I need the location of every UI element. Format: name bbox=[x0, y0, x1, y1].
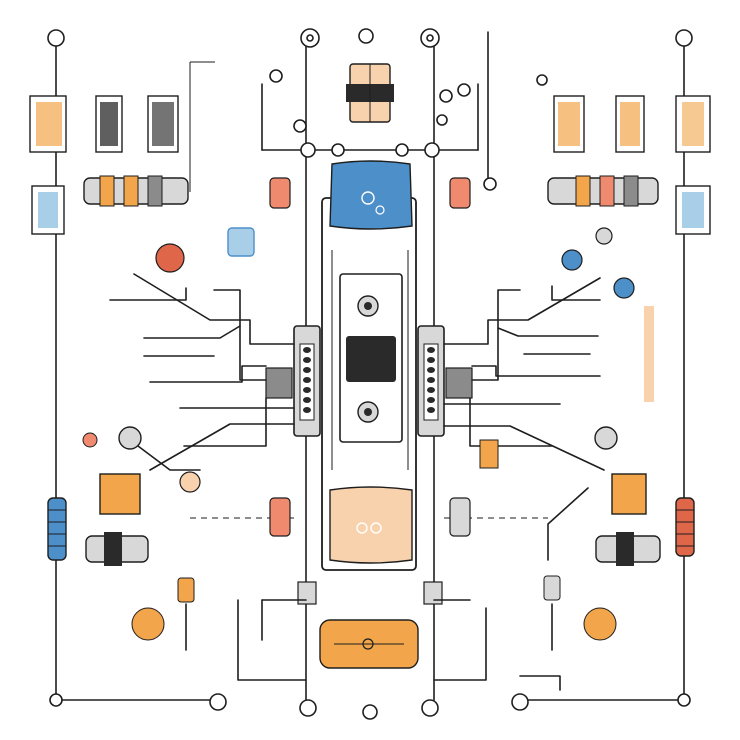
chip-pin bbox=[303, 357, 311, 363]
terminal-ring-icon bbox=[511, 693, 529, 711]
terminal-ring-icon bbox=[47, 29, 65, 47]
terminal-ring-icon bbox=[299, 699, 317, 717]
chip-pin bbox=[303, 347, 311, 353]
small-bulb-icon bbox=[227, 227, 255, 257]
led-icon bbox=[583, 607, 617, 641]
inductor-coil-icon bbox=[47, 497, 67, 561]
chip-pin bbox=[303, 387, 311, 393]
terminal-ring-icon bbox=[362, 704, 378, 720]
chip-pin bbox=[303, 367, 311, 373]
plug-connector-icon bbox=[595, 532, 661, 566]
chip-pin bbox=[427, 387, 435, 393]
chip-pin bbox=[427, 367, 435, 373]
chip-pin bbox=[427, 377, 435, 383]
inductor-coil-icon bbox=[675, 497, 695, 557]
terminal-ring-icon bbox=[457, 83, 471, 97]
central-board-icon bbox=[321, 160, 417, 571]
terminal-ring-icon bbox=[395, 143, 409, 157]
left-connector-block-icon bbox=[265, 325, 321, 437]
left-rail-wire bbox=[55, 45, 219, 701]
chip-pins bbox=[303, 347, 311, 413]
terminal-ring-icon bbox=[269, 69, 283, 83]
terminal-ring-icon bbox=[49, 693, 63, 707]
top-relay-module bbox=[346, 63, 394, 123]
left-signal-wires bbox=[109, 273, 295, 471]
terminal-ring-icon bbox=[358, 28, 374, 44]
capacitor-icon bbox=[479, 439, 499, 469]
terminal-ring-icon bbox=[536, 74, 548, 86]
right-rail-wire bbox=[519, 45, 685, 701]
capacitor-icon bbox=[99, 473, 141, 515]
led-icon bbox=[613, 277, 635, 299]
right-signal-wires bbox=[443, 277, 605, 561]
capacitor-icon bbox=[675, 185, 711, 235]
terminal-ring-icon bbox=[424, 142, 440, 158]
terminal-ring-icon bbox=[483, 177, 497, 191]
chip-pin bbox=[427, 407, 435, 413]
strip-icon bbox=[644, 306, 654, 402]
terminal-ring-icon bbox=[306, 34, 314, 42]
led-icon bbox=[155, 243, 185, 273]
capacitor-icon bbox=[31, 185, 65, 235]
chip-pin bbox=[303, 377, 311, 383]
chip-pin bbox=[303, 407, 311, 413]
fuse-cylinder-icon bbox=[547, 175, 659, 207]
terminal-ring-icon bbox=[675, 29, 693, 47]
terminal-ring-icon bbox=[300, 142, 316, 158]
right-connector-block-icon bbox=[417, 325, 473, 437]
dial-icon bbox=[594, 426, 618, 450]
bottom-wires bbox=[185, 599, 561, 691]
bottom-battery-icon bbox=[319, 619, 419, 669]
chip-pin bbox=[303, 397, 311, 403]
coin-cell-icon bbox=[179, 471, 201, 493]
terminal-ring-icon bbox=[331, 143, 345, 157]
led-icon bbox=[561, 249, 583, 271]
terminal-ring-icon bbox=[209, 693, 227, 711]
chip-pin bbox=[427, 397, 435, 403]
plug-connector-icon bbox=[85, 532, 149, 566]
resistor-icon bbox=[553, 95, 711, 153]
left-fuse-icon bbox=[177, 177, 317, 605]
dial-icon bbox=[118, 426, 142, 450]
chip-pin bbox=[427, 357, 435, 363]
terminal-ring-icon bbox=[293, 119, 307, 133]
terminal-ring-icon bbox=[436, 114, 448, 126]
capacitor-icon bbox=[611, 473, 647, 515]
terminal-ring-icon bbox=[677, 693, 691, 707]
led-icon bbox=[131, 607, 165, 641]
terminal-ring-icon bbox=[439, 89, 453, 103]
dial-icon bbox=[595, 227, 613, 245]
fuse-cylinder-icon bbox=[83, 175, 189, 207]
terminal-ring-icon bbox=[426, 34, 434, 42]
right-fuse-icon bbox=[423, 177, 561, 605]
led-icon bbox=[82, 432, 98, 448]
resistor-icon bbox=[29, 95, 179, 153]
chip-pin bbox=[427, 347, 435, 353]
chip-pins bbox=[427, 347, 435, 413]
terminal-ring-icon bbox=[421, 699, 439, 717]
